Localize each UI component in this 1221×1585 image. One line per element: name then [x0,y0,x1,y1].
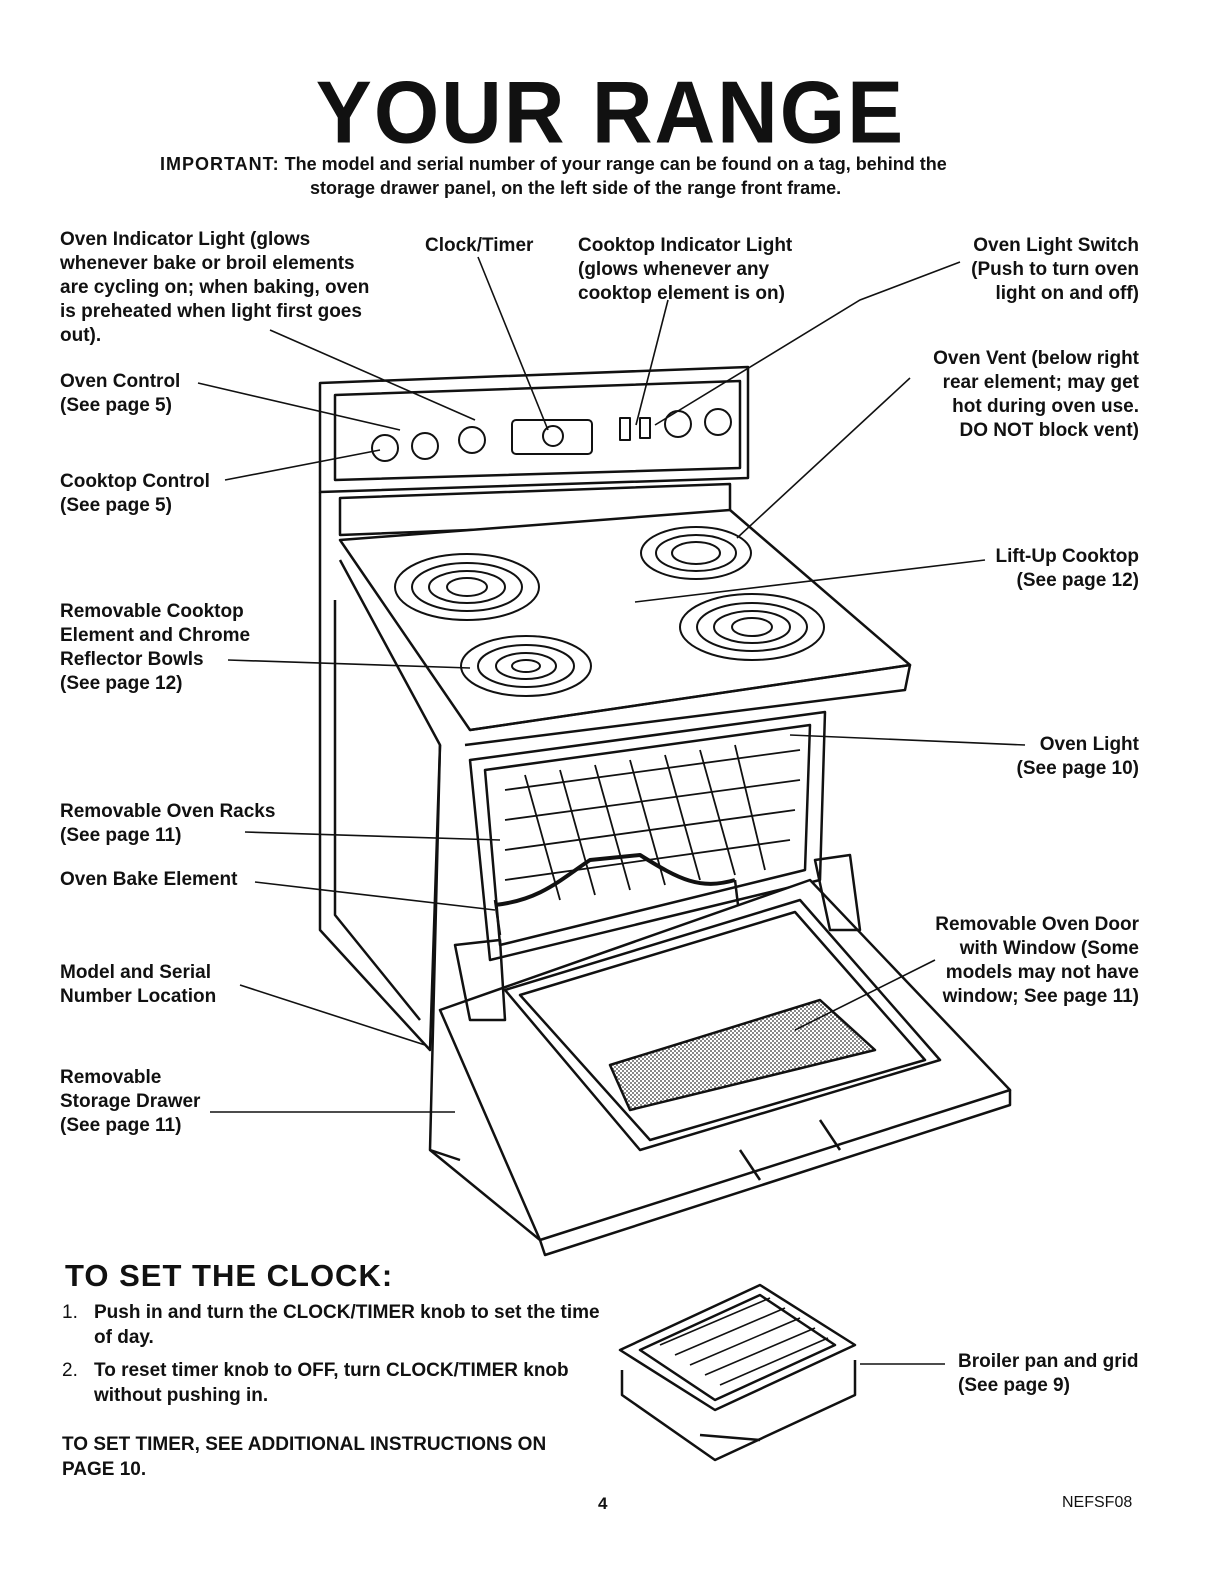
label-removable-storage-drawer: Removable Storage Drawer (See page 11) [60,1067,201,1136]
label-cooktop-indicator-light: Cooktop Indicator Light (glows whenever … [578,235,793,304]
label-clock-timer: Clock/Timer [425,235,534,256]
page-title: YOUR RANGE [315,62,906,162]
clock-step: 1. Push in and turn the CLOCK/TIMER knob… [62,1302,600,1348]
label-removable-oven-racks: Removable Oven Racks (See page 11) [60,801,276,846]
important-note: IMPORTANT: The model and serial number o… [160,152,1060,200]
important-line1: The model and serial number of your rang… [284,154,947,174]
important-label: IMPORTANT: [160,154,280,174]
label-oven-vent: Oven Vent (below right rear element; may… [933,348,1139,441]
clock-step: 2. To reset timer knob to OFF, turn CLOC… [62,1360,569,1406]
label-oven-light: Oven Light (See page 10) [1016,734,1140,779]
timer-note: TO SET TIMER, SEE ADDITIONAL INSTRUCTION… [62,1434,547,1480]
clock-steps-list: 1. Push in and turn the CLOCK/TIMER knob… [62,1300,602,1416]
label-model-serial-location: Model and Serial Number Location [60,962,217,1007]
document-code: NEFSF08 [1062,1494,1133,1511]
label-oven-bake-element: Oven Bake Element [60,869,238,890]
label-oven-control: Oven Control (See page 5) [60,371,181,416]
important-line2: storage drawer panel, on the left side o… [310,178,842,198]
label-broiler-pan: Broiler pan and grid (See page 9) [958,1351,1139,1396]
label-removable-cooktop-element: Removable Cooktop Element and Chrome Ref… [60,601,251,694]
label-lift-up-cooktop: Lift-Up Cooktop (See page 12) [995,546,1139,591]
label-oven-light-switch: Oven Light Switch (Push to turn oven lig… [971,235,1139,304]
page-number: 4 [598,1494,608,1513]
label-cooktop-control: Cooktop Control (See page 5) [60,471,210,516]
label-removable-oven-door: Removable Oven Door with Window (Some mo… [935,914,1139,1007]
label-oven-indicator-light: Oven Indicator Light (glows whenever bak… [60,229,370,346]
set-clock-heading: TO SET THE CLOCK: [65,1258,394,1293]
